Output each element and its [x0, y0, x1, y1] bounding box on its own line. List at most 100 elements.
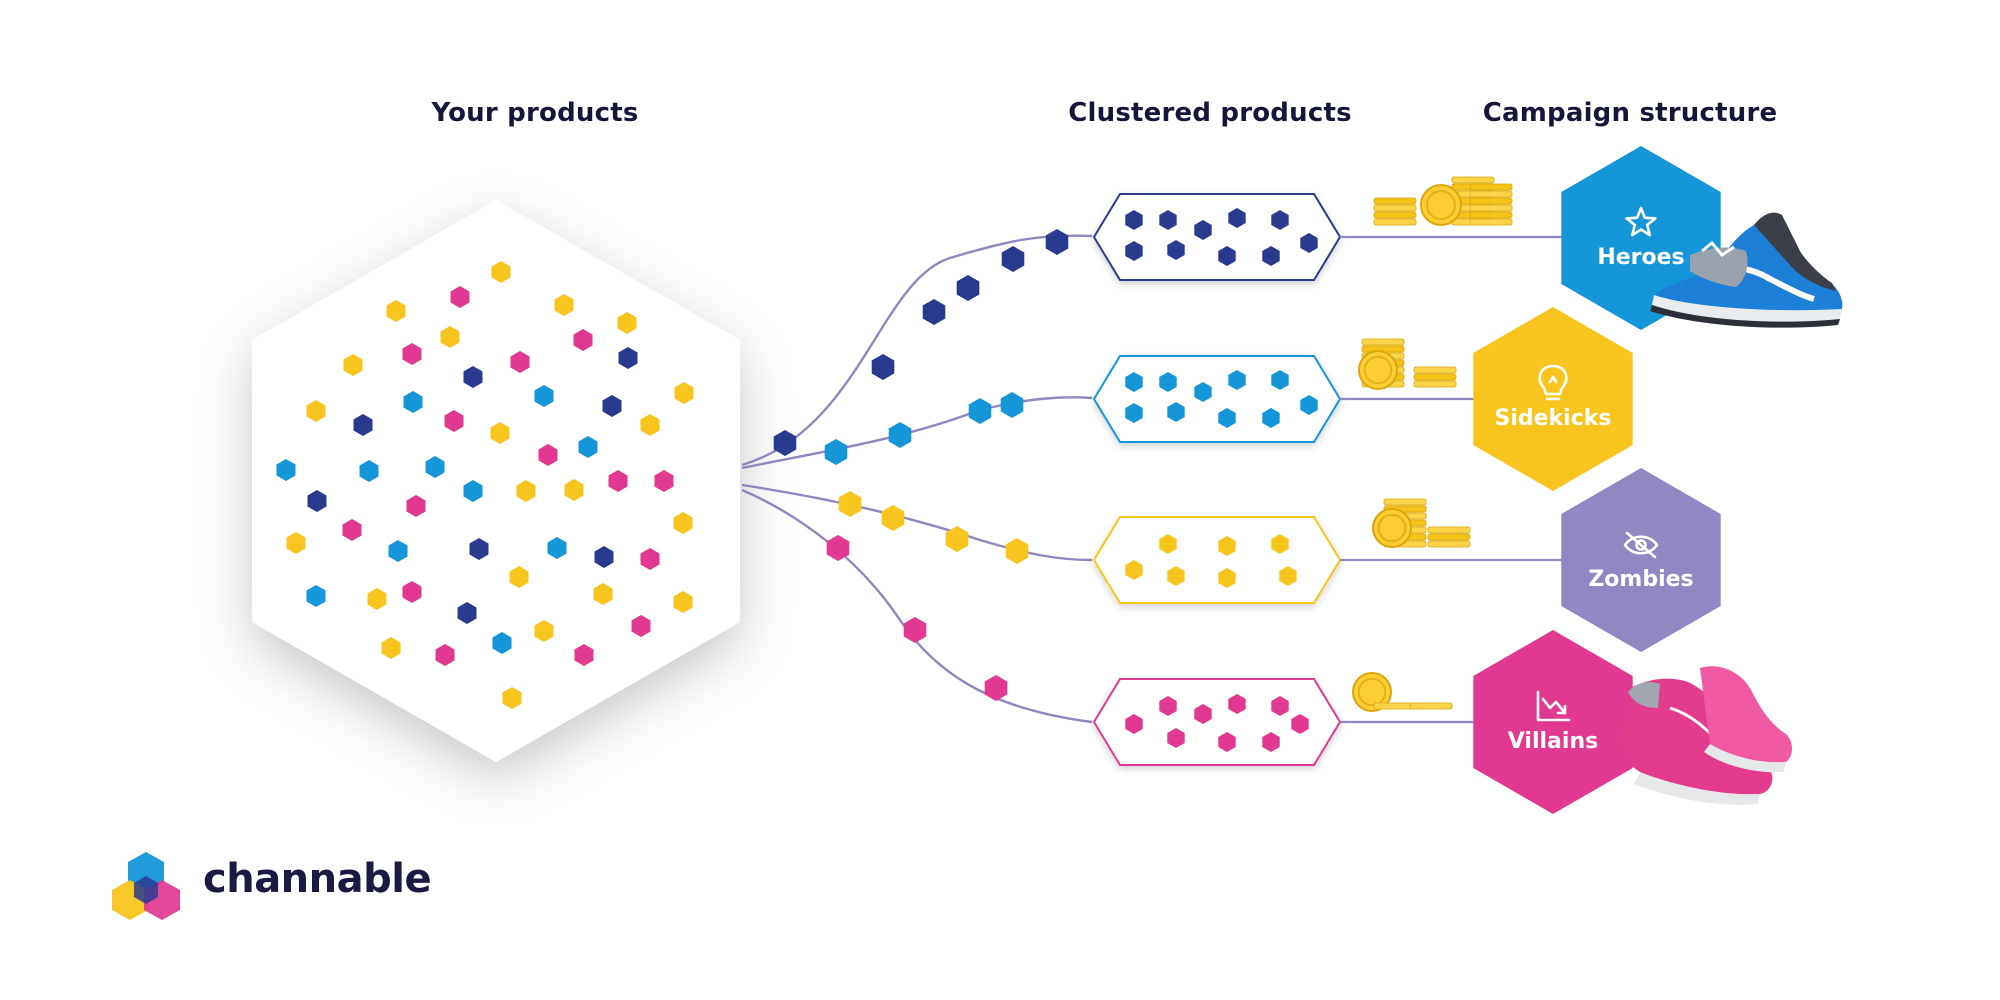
clustered-product — [1125, 241, 1143, 261]
clustered-product — [1262, 732, 1280, 752]
clustered-product — [1159, 696, 1177, 716]
connector-curve — [741, 234, 1093, 467]
cluster-connectors — [741, 234, 1093, 724]
clustered-product — [1218, 408, 1236, 428]
product-hexagon — [425, 456, 445, 478]
product-hexagon — [402, 581, 422, 603]
connector-product — [922, 299, 946, 325]
clustered-product — [1218, 732, 1236, 752]
campaign-tier-label: Heroes — [1597, 245, 1684, 270]
product-hexagon — [491, 261, 511, 283]
coin-layer — [1413, 366, 1457, 374]
connector-product — [1001, 246, 1025, 272]
clustered-product — [1194, 704, 1212, 724]
channable-logo: channable — [108, 848, 432, 928]
clustered-product — [1271, 210, 1289, 230]
coin-layer — [1373, 197, 1417, 205]
coin-stacks — [1352, 176, 1513, 712]
product-hexagon — [403, 391, 423, 413]
product-hexagon — [435, 644, 455, 666]
connector-product — [1000, 392, 1024, 418]
connector-product — [871, 354, 895, 380]
cluster-boxes — [1092, 193, 1342, 766]
coin-layer — [1469, 204, 1513, 212]
product-hexagon — [457, 602, 477, 624]
heading-clustered-products: Clustered products — [1068, 98, 1352, 128]
pink-sneaker-icon — [1621, 666, 1792, 805]
product-hexagon — [617, 312, 637, 334]
connector-curve — [741, 483, 1093, 562]
product-hexagon — [367, 588, 387, 610]
clustered-product — [1279, 566, 1297, 586]
connector-product — [1045, 229, 1069, 255]
clustered-product — [1300, 395, 1318, 415]
campaign-tier-zombies: Zombies — [1561, 468, 1721, 652]
campaign-tier-label: Zombies — [1588, 567, 1693, 592]
eye-off-icon — [1623, 531, 1659, 559]
coin-layer — [1373, 204, 1417, 212]
clustered-product — [1262, 408, 1280, 428]
clustered-product — [1271, 696, 1289, 716]
clustered-product — [1262, 246, 1280, 266]
connector-product — [945, 526, 969, 552]
connector-product — [881, 505, 905, 531]
product-hexagon — [353, 414, 373, 436]
campaign-tier-label: Sidekicks — [1495, 406, 1612, 431]
coin-layer — [1413, 373, 1457, 381]
coin-rim — [1357, 677, 1387, 707]
clustered-product — [1271, 370, 1289, 390]
clustered-product — [1300, 233, 1318, 253]
clustered-product — [1271, 534, 1289, 554]
clustered-product — [1228, 370, 1246, 390]
coin-rim — [1426, 190, 1456, 220]
chart-down-icon — [1536, 690, 1571, 722]
clustered-product — [1218, 536, 1236, 556]
product-hexagon — [450, 286, 470, 308]
connector-product — [956, 275, 980, 301]
coin-layer — [1413, 380, 1457, 388]
connector-product — [824, 439, 848, 465]
product-hexagon — [554, 294, 574, 316]
product-hexagon — [573, 329, 593, 351]
product-hexagon — [510, 351, 530, 373]
clustered-product — [1167, 240, 1185, 260]
coin-layer — [1427, 526, 1471, 534]
products-hexagon — [252, 200, 740, 762]
coin-layer — [1469, 183, 1513, 191]
heading-your-products: Your products — [431, 98, 639, 128]
coin-layer — [1373, 218, 1417, 226]
product-hexagon — [306, 585, 326, 607]
star-icon — [1625, 206, 1657, 237]
clustered-product — [1125, 714, 1143, 734]
clustered-product — [1159, 210, 1177, 230]
product-hexagon — [406, 495, 426, 517]
connector-curve — [741, 396, 1093, 470]
product-hexagon — [402, 343, 422, 365]
clustered-product — [1291, 714, 1309, 734]
channable-wordmark: channable — [203, 856, 432, 902]
product-hexagon — [469, 538, 489, 560]
connector-product — [984, 675, 1008, 701]
clustered-product — [1167, 402, 1185, 422]
coin-layer — [1373, 211, 1417, 219]
clustered-product — [1218, 568, 1236, 588]
product-hexagon — [640, 548, 660, 570]
blue-sneaker-icon — [1650, 212, 1843, 328]
cluster-box — [1092, 516, 1342, 604]
connector-curve — [741, 488, 1093, 724]
product-hexagon — [594, 546, 614, 568]
coin-layer — [1409, 702, 1453, 710]
product-hexagon — [534, 620, 554, 642]
clustered-product — [1125, 372, 1143, 392]
product-scatter — [276, 261, 694, 709]
clustered-product — [1159, 372, 1177, 392]
product-hexagon — [343, 354, 363, 376]
clustered-product — [1125, 403, 1143, 423]
coin-layer — [1427, 540, 1471, 548]
campaign-tier-label: Villains — [1508, 729, 1598, 754]
product-hexagon — [342, 519, 362, 541]
product-hexagon — [286, 532, 306, 554]
product-hexagon — [502, 687, 522, 709]
connector-product — [838, 491, 862, 517]
clustered-product — [1125, 560, 1143, 580]
